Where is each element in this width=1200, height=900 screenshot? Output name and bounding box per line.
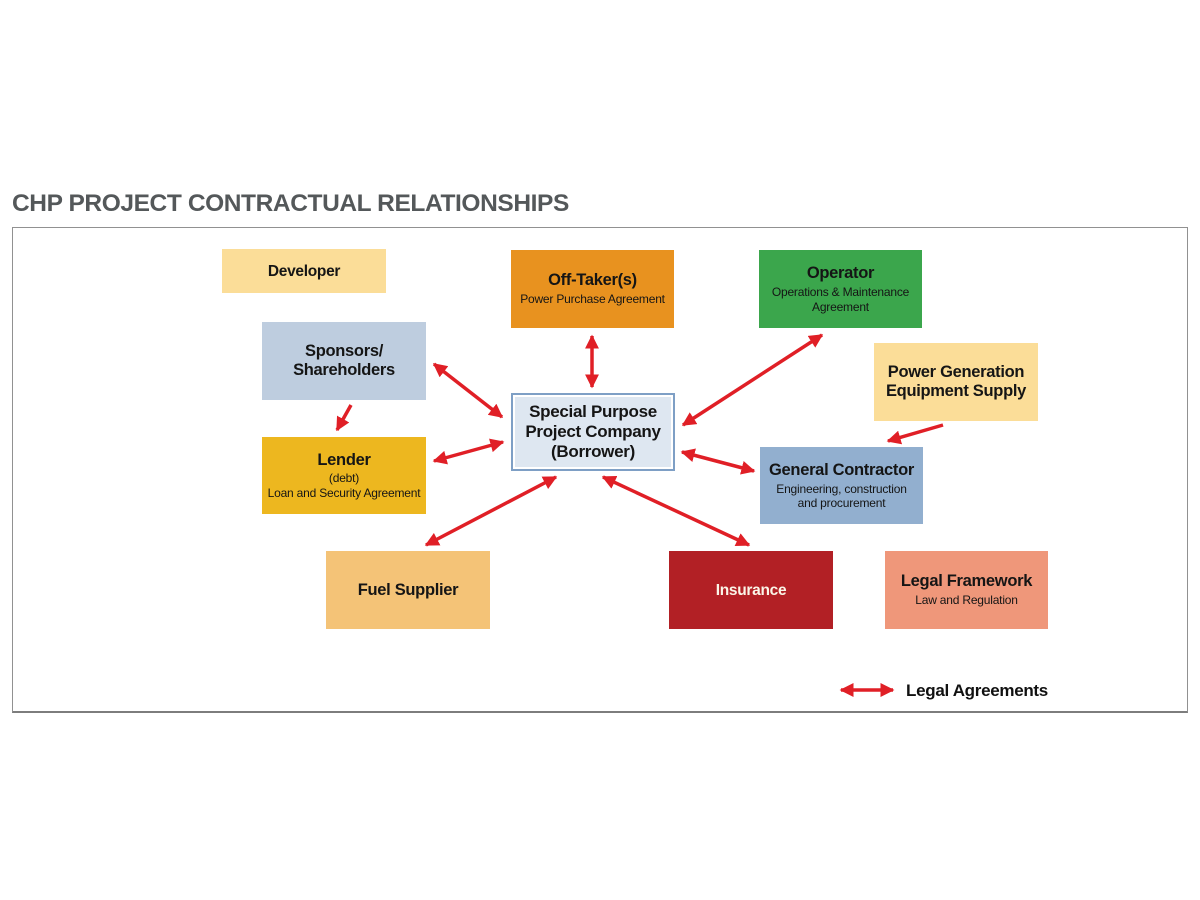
node-fuel-supplier-title: Fuel Supplier	[357, 580, 459, 599]
node-legal-framework: Legal Framework Law and Regulation	[885, 551, 1048, 629]
node-operator-title: Operator	[806, 264, 875, 282]
node-general-contractor-title: General Contractor	[769, 460, 914, 479]
node-offtaker-title: Off-Taker(s)	[548, 271, 637, 290]
node-operator: Operator Operations & Maintenance Agreem…	[759, 250, 922, 328]
node-insurance-title: Insurance	[715, 581, 787, 599]
node-legal-framework-title: Legal Framework	[900, 572, 1033, 591]
node-sponsors-title: Sponsors/ Shareholders	[293, 342, 395, 379]
node-developer: Developer	[222, 249, 386, 293]
node-fuel-supplier: Fuel Supplier	[326, 551, 490, 629]
legend-label: Legal Agreements	[906, 681, 1048, 700]
node-sppc-title: Special Purpose Project Company (Borrowe…	[525, 402, 661, 461]
node-insurance: Insurance	[669, 551, 833, 629]
node-general-contractor-subtitle: Engineering, construction and procuremen…	[776, 481, 907, 511]
node-sponsors: Sponsors/ Shareholders	[262, 322, 426, 400]
node-operator-subtitle: Operations & Maintenance Agreement	[771, 285, 910, 314]
node-offtaker: Off-Taker(s) Power Purchase Agreement	[511, 250, 674, 328]
node-lender-title: Lender	[317, 451, 371, 469]
node-legal-framework-subtitle: Law and Regulation	[915, 593, 1018, 608]
node-lender-subtitle: (debt) Loan and Security Agreement	[267, 471, 421, 500]
node-offtaker-subtitle: Power Purchase Agreement	[520, 292, 665, 307]
node-general-contractor: General Contractor Engineering, construc…	[760, 447, 923, 524]
node-powergen-title: Power Generation Equipment Supply	[885, 363, 1027, 400]
node-sppc: Special Purpose Project Company (Borrowe…	[511, 393, 675, 471]
page-title: CHP PROJECT CONTRACTUAL RELATIONSHIPS	[12, 190, 569, 217]
node-powergen: Power Generation Equipment Supply	[874, 343, 1038, 421]
node-lender: Lender (debt) Loan and Security Agreemen…	[262, 437, 426, 514]
node-developer-title: Developer	[267, 262, 341, 280]
